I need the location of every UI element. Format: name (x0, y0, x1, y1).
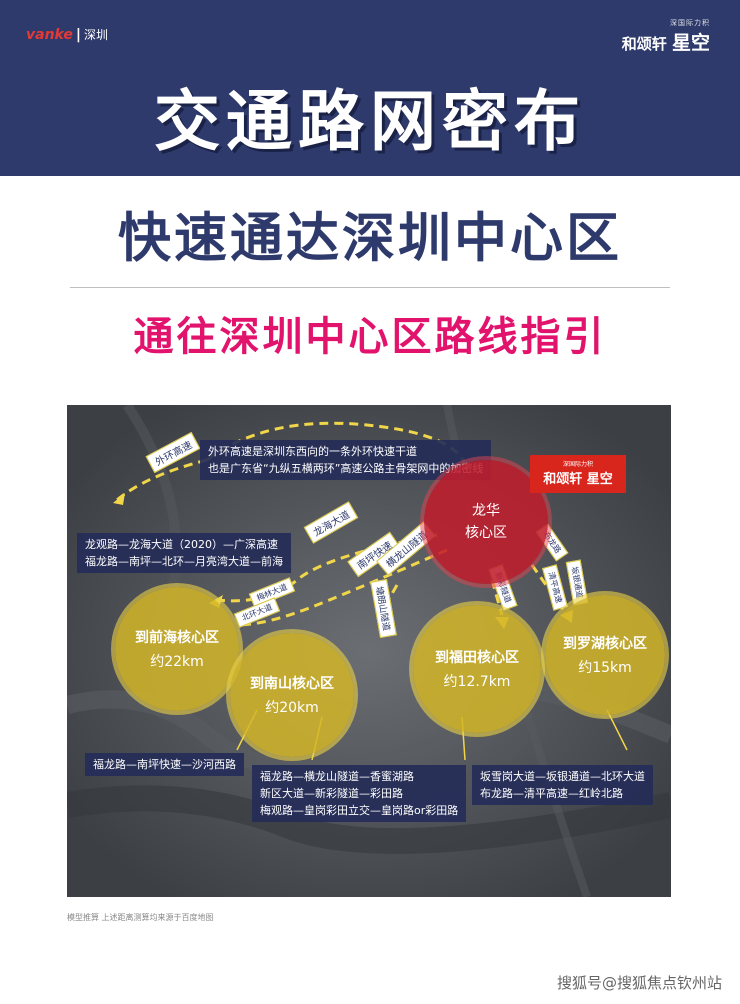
divider (70, 287, 670, 288)
note-luohu-line1: 坂雪岗大道—坂银通道—北环大道 (480, 770, 645, 783)
longhua-name: 龙华 (472, 503, 500, 519)
note-qianhai-line2: 福龙路—南坪—北环—月亮湾大道—前海 (85, 555, 283, 568)
note-luohu-line2: 布龙路—清平高速—红岭北路 (480, 787, 623, 800)
header-banner: vanke|深圳 深国际力积 和颂轩 星空 交通路网密布 (0, 0, 740, 176)
project-badge: 深国际力积 和颂轩 星空 (530, 455, 626, 493)
logo-accent-text: 星空 (671, 32, 710, 54)
watermark: 搜狐号@搜狐焦点钦州站 (556, 974, 722, 992)
circle-luohu: 到罗湖核心区 约15km (545, 595, 665, 715)
circle-futian: 到福田核心区 约12.7km (413, 605, 541, 733)
badge-small-text: 深国际力积 (562, 461, 593, 468)
futian-distance: 约12.7km (443, 674, 511, 690)
logo-small-text: 深国际力积 (670, 19, 710, 27)
note-futian-line2: 新区大道—新彩隧道—彩田路 (260, 787, 403, 800)
circle-qianhai: 到前海核心区 约22km (115, 587, 239, 711)
map-caption: 模型推算 上述距离测算均来源于百度地图 (67, 913, 214, 922)
arrow-icon (113, 493, 125, 505)
longhua-core-zone: 龙华 核心区 (424, 460, 548, 584)
note-nanshan-route: 福龙路—南坪快速—沙河西路 (85, 753, 244, 776)
guide-title: 通往深圳中心区路线指引 (133, 314, 607, 360)
note-futian-routes: 福龙路—横龙山隧道—香蜜湖路 新区大道—新彩隧道—彩田路 梅观路—皇岗彩田立交—… (252, 765, 467, 822)
nanshan-distance: 约20km (265, 700, 319, 716)
qianhai-path (216, 533, 438, 603)
brand-city: 深圳 (83, 28, 108, 42)
longhua-label: 核心区 (465, 525, 507, 541)
luohu-name: 到罗湖核心区 (563, 636, 647, 652)
futian-name: 到福田核心区 (435, 650, 519, 666)
circle-nanshan: 到南山核心区 约20km (230, 633, 354, 757)
route-map: 外环高速 龙海大道 南坪快速 横龙山隧道 梅林大道 北环大道 塘朗山隧道 新彩隧… (67, 405, 671, 897)
nanshan-name: 到南山核心区 (250, 676, 334, 692)
note-luohu-routes: 坂雪岗大道—坂银通道—北环大道 布龙路—清平高速—红岭北路 (472, 765, 653, 805)
brand-name: vanke (26, 27, 73, 43)
luohu-distance: 约15km (578, 660, 632, 676)
nanshan-path (236, 548, 448, 627)
note-futian-line1: 福龙路—横龙山隧道—香蜜湖路 (260, 770, 414, 783)
project-logo: 深国际力积 和颂轩 星空 (622, 18, 710, 55)
vanke-logo: vanke|深圳 (26, 27, 108, 43)
note-outer-ring-line1: 外环高速是深圳东西向的一条外环快速干道 (208, 445, 417, 458)
note-qianhai-line1: 龙观路—龙海大道（2020）—广深高速 (85, 538, 278, 551)
note-outer-ring: 外环高速是深圳东西向的一条外环快速干道 也是广东省“九纵五横两环”高速公路主骨架… (200, 440, 492, 480)
note-qianhai-routes: 龙观路—龙海大道（2020）—广深高速 福龙路—南坪—北环—月亮湾大道—前海 (77, 533, 291, 573)
note-outer-ring-line2: 也是广东省“九纵五横两环”高速公路主骨架网中的加密线 (208, 462, 484, 475)
sub-title: 快速通达深圳中心区 (118, 208, 622, 269)
main-title: 交通路网密布 (154, 83, 586, 160)
qianhai-name: 到前海核心区 (135, 630, 219, 646)
note-futian-line3: 梅观路—皇岗彩田立交—皇岗路or彩田路 (260, 804, 459, 817)
logo-main-text: 和颂轩 (621, 35, 667, 53)
badge-main-text: 和颂轩 星空 (543, 472, 613, 487)
qianhai-distance: 约22km (150, 654, 204, 670)
